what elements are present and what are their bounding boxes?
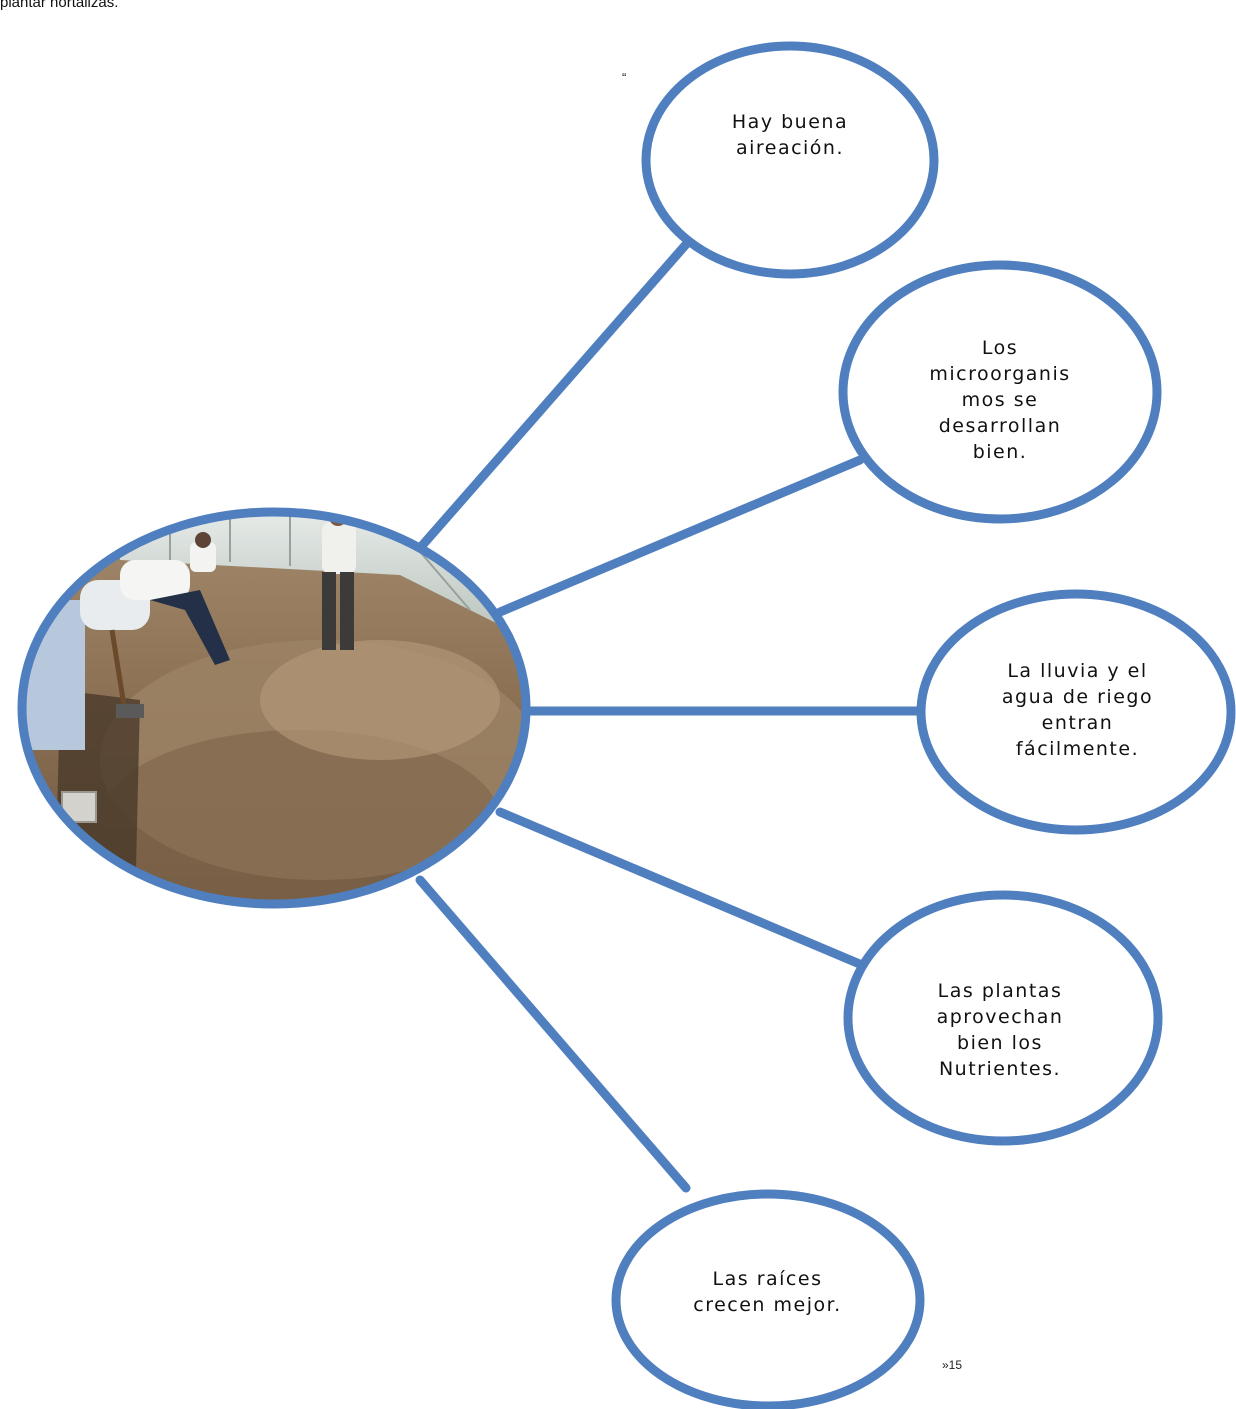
bubble-text-nutrientes: Las plantas aprovechan bien los Nutrient… bbox=[936, 980, 1064, 1080]
connector-line-aireacion bbox=[415, 220, 708, 553]
bubble-text-raices: Las raíces crecen mejor. bbox=[693, 1268, 842, 1316]
bubble-lluvia bbox=[916, 589, 1236, 835]
header-text: plantar hortalizas. bbox=[0, 0, 119, 11]
bubble-aireacion bbox=[641, 41, 939, 279]
open-quote: “ bbox=[622, 70, 627, 85]
bubble-microorganismos bbox=[838, 260, 1162, 524]
connector-line-nutrientes bbox=[495, 807, 867, 970]
connector-line-microorganismos bbox=[495, 455, 865, 617]
footnote-mark: »15 bbox=[942, 1358, 963, 1372]
bubble-raices bbox=[611, 1189, 925, 1409]
bubble-text-lluvia: La lluvia y el agua de riego entran fáci… bbox=[1001, 660, 1154, 760]
bubble-nutrientes bbox=[843, 890, 1163, 1146]
bubble-text-aireacion: Hay buena aireación. bbox=[731, 111, 849, 159]
center-photo-frame bbox=[17, 507, 531, 909]
bubble-text-microorganismos: Los microorganis mos se desarrollan bien… bbox=[929, 337, 1071, 463]
connector-line-raices bbox=[415, 875, 691, 1193]
